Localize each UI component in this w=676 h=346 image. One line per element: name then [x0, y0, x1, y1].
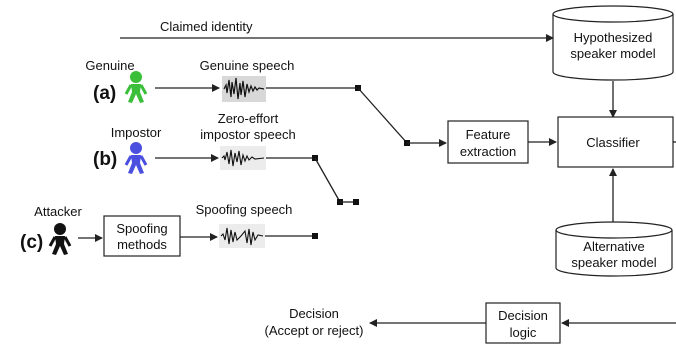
- decision-logic-label-2: logic: [510, 325, 537, 340]
- genuine-label: Genuine: [85, 58, 134, 73]
- waveform-icon: [220, 146, 266, 170]
- hypothesized-model-label-1: Hypothesized: [574, 30, 653, 45]
- alternative-model-label-1: Alternative: [583, 239, 644, 254]
- impostor-label: Impostor: [111, 125, 162, 140]
- decision-logic-label-1: Decision: [498, 308, 548, 323]
- path-b-tag: (b): [93, 149, 117, 170]
- feature-extraction-box: Feature extraction: [447, 120, 529, 164]
- classifier-label: Classifier: [586, 135, 640, 150]
- spoofing-methods-label-1: Spoofing: [116, 221, 167, 236]
- waveform-icon: [219, 224, 265, 248]
- genuine-speech-label: Genuine speech: [200, 58, 295, 73]
- person-icon: [124, 142, 148, 174]
- feature-label-2: extraction: [460, 144, 516, 159]
- cylinder-icon: [552, 14, 674, 81]
- person-icon: [48, 223, 72, 255]
- classifier-box: Classifier: [557, 116, 674, 168]
- waveform-icon: [222, 76, 266, 102]
- feature-label-1: Feature: [466, 127, 511, 142]
- alternative-speaker-model: Alternative speaker model: [555, 221, 673, 277]
- alternative-model-label-2: speaker model: [571, 255, 656, 270]
- hypothesized-speaker-model: Hypothesized speaker model: [552, 5, 674, 81]
- switch-icon: [266, 85, 447, 147]
- decision-output-label-2: (Accept or reject): [265, 323, 364, 338]
- decision-logic-box: Decision logic: [485, 302, 561, 344]
- person-icon: [124, 71, 148, 103]
- path-a: (a) Genuine Genuine speech: [85, 58, 294, 104]
- decision-output-label-1: Decision: [289, 306, 339, 321]
- hypothesized-model-label-2: speaker model: [570, 46, 655, 61]
- cylinder-icon: [555, 230, 673, 277]
- path-a-tag: (a): [93, 83, 116, 104]
- attacker-label: Attacker: [34, 204, 82, 219]
- spoofing-methods-label-2: methods: [117, 237, 167, 252]
- impostor-speech-label-2: impostor speech: [200, 127, 295, 142]
- path-c: (c) Attacker Spoofing methods Spoofing s…: [20, 202, 318, 257]
- spoofing-methods-box: [103, 215, 181, 257]
- claimed-identity-label: Claimed identity: [160, 19, 253, 34]
- path-c-tag: (c): [20, 232, 43, 253]
- spoofing-speech-label: Spoofing speech: [196, 202, 293, 217]
- path-b: (b) Impostor Zero-effort impostor speech: [93, 111, 359, 205]
- impostor-speech-label-1: Zero-effort: [218, 111, 279, 126]
